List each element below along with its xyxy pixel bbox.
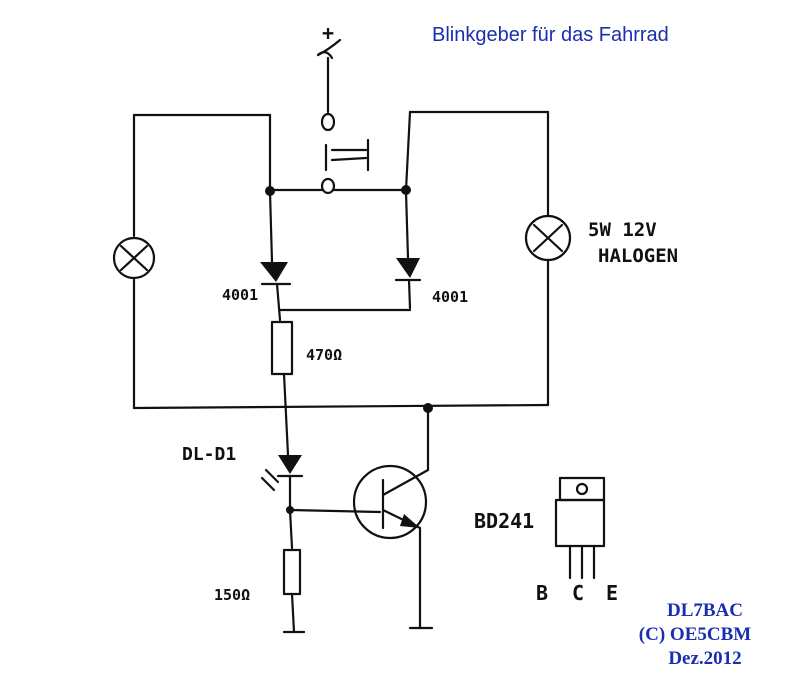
credit-callsign: DL7BAC [666,600,743,621]
pin-c-label: C [572,581,584,605]
bottom-rail [132,403,550,410]
diode-left-label: 4001 [222,286,258,304]
diode-left [260,190,292,322]
supply-terminal: + [316,21,342,132]
led-label: DL-D1 [182,444,236,465]
resistor-470 [270,320,294,457]
push-switch [320,138,370,195]
pin-e-label: E [606,581,618,605]
led-dl-d1 [260,455,304,510]
transistor-label: BD241 [474,509,534,533]
resistor-150 [282,508,306,634]
resistor-150-label: 150Ω [214,586,250,604]
resistor-470-label: 470Ω [306,346,342,364]
credit-date: Dez.2012 [668,648,742,669]
right-lamp-branch [404,110,572,407]
credit-copyright: (C) OE5CBM [638,624,752,645]
lamp-type-label: HALOGEN [598,245,678,267]
base-wire [288,508,382,514]
left-lamp-branch [112,113,272,410]
lamp-rating-label: 5W 12V [588,219,657,241]
diode-right [394,190,422,310]
supply-label: + [322,21,334,45]
diode-right-label: 4001 [432,288,468,306]
bd241-package-icon [554,476,606,580]
pin-b-label: B [536,581,548,605]
diagram-title: Blinkgeber für das Fahrrad [432,24,669,46]
transistor-bd241 [352,406,430,630]
